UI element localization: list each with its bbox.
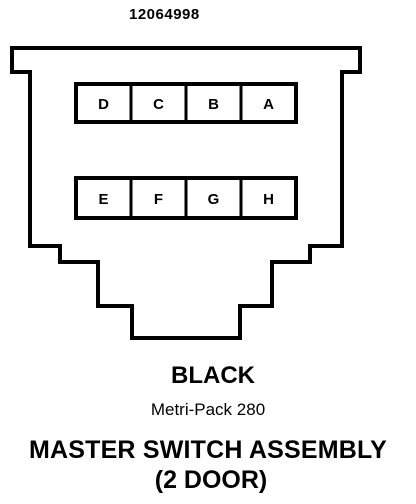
assembly-subtitle: (2 DOOR) [154,466,268,494]
part-number: 12064998 [129,6,200,23]
pin-label-c: C [153,96,164,113]
pin-label-f: F [154,191,163,208]
pin-label-g: G [208,191,220,208]
pin-label-d: D [98,96,109,113]
pin-label-h: H [263,191,274,208]
pin-label-b: B [208,96,219,113]
connector-color: BLACK [171,362,255,389]
bottom-pin-row: E F G H [74,176,298,220]
connector-series: Metri-Pack 280 [150,400,266,419]
pin-label-a: A [263,96,274,113]
assembly-title: MASTER SWITCH ASSEMBLY [28,436,388,464]
connector-housing [10,46,362,340]
pin-label-e: E [98,191,108,208]
